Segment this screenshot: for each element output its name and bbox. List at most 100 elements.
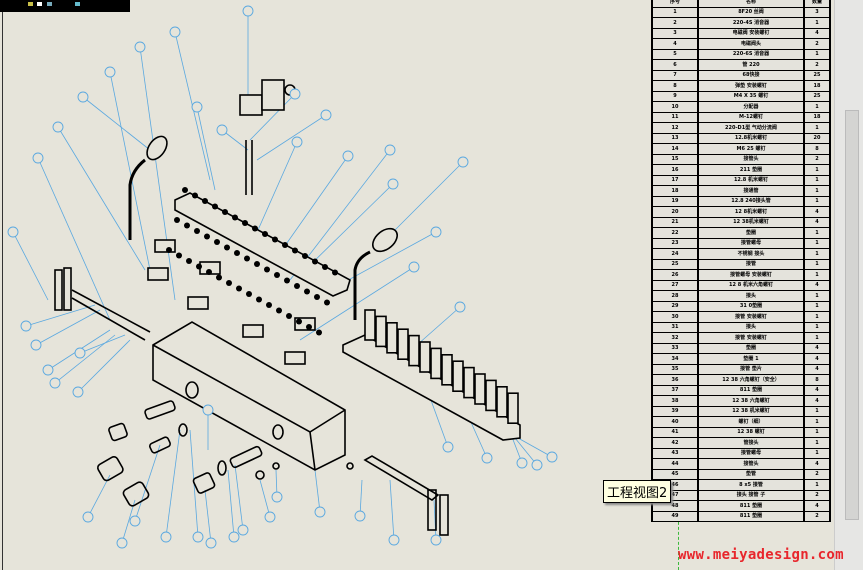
item-balloon[interactable] [454,301,466,313]
item-balloon[interactable] [387,178,399,190]
item-balloon[interactable] [457,156,469,168]
item-balloon[interactable] [134,41,146,53]
item-balloon[interactable] [264,511,276,523]
item-balloon[interactable] [30,339,42,351]
item-balloon[interactable] [228,531,240,543]
toolbar-icon[interactable] [75,2,80,6]
item-balloon[interactable] [42,364,54,376]
item-balloon[interactable] [77,91,89,103]
item-balloon[interactable] [237,524,249,536]
item-balloon[interactable] [205,537,217,549]
scrollbar-thumb[interactable] [845,110,859,520]
item-balloon[interactable] [516,457,528,469]
item-balloon[interactable] [7,226,19,238]
item-balloon[interactable] [408,261,420,273]
item-balloon[interactable] [320,109,332,121]
item-balloon[interactable] [49,377,61,389]
item-balloon[interactable] [242,5,254,17]
toolbar-icon[interactable] [28,2,33,6]
item-balloon[interactable] [216,124,228,136]
item-balloon[interactable] [388,534,400,546]
item-balloon[interactable] [291,136,303,148]
item-balloon[interactable] [160,531,172,543]
item-balloon[interactable] [192,531,204,543]
item-balloon[interactable] [191,101,203,113]
item-balloon[interactable] [430,534,442,546]
item-balloon[interactable] [430,226,442,238]
item-balloon[interactable] [202,404,214,416]
item-balloon[interactable] [342,150,354,162]
item-balloon[interactable] [546,451,558,463]
item-balloon[interactable] [271,491,283,503]
item-balloon[interactable] [129,515,141,527]
item-balloon[interactable] [442,441,454,453]
item-balloon[interactable] [72,386,84,398]
item-balloon[interactable] [52,121,64,133]
item-balloon[interactable] [20,320,32,332]
item-balloon[interactable] [481,452,493,464]
item-balloon[interactable] [289,88,301,100]
item-balloon[interactable] [314,506,326,518]
item-balloon[interactable] [531,459,543,471]
exploded-assembly-drawing[interactable] [0,0,651,570]
item-balloon[interactable] [169,26,181,38]
item-balloon[interactable] [74,347,86,359]
item-balloon[interactable] [354,510,366,522]
item-balloon[interactable] [82,511,94,523]
toolbar-icon[interactable] [47,2,52,6]
item-balloon[interactable] [104,66,116,78]
toolbar-icon[interactable] [37,2,42,6]
item-balloon[interactable] [384,144,396,156]
item-balloon[interactable] [32,152,44,164]
